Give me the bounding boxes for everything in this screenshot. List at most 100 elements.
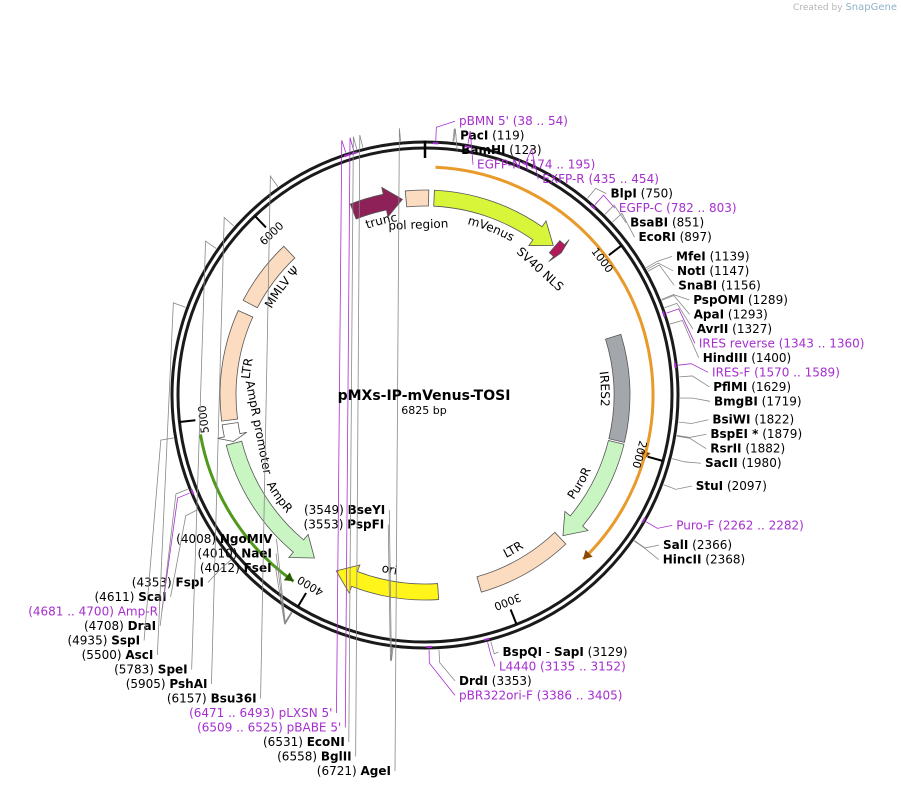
feature-arrow — [433, 189, 554, 246]
primer-mark — [343, 153, 350, 158]
enzyme-site-label[interactable]: AvrII (1327) — [697, 322, 772, 336]
feature-label: pol region — [388, 216, 449, 232]
feature-arrow — [225, 440, 315, 559]
enzyme-leader — [676, 435, 707, 450]
enzyme-leader — [679, 397, 711, 402]
enzyme-site-label[interactable]: (5500) AscI — [82, 648, 154, 662]
enzyme-site-label[interactable]: EcoRI (897) — [638, 230, 711, 244]
enzyme-leader — [663, 484, 692, 490]
enzyme-site-label[interactable]: (6531) EcoNI — [263, 735, 345, 749]
tick-label: 1000 — [588, 245, 615, 275]
enzyme-site-label[interactable]: HincII (2368) — [663, 553, 745, 567]
feature-arrow — [605, 333, 631, 443]
tick-label: 2000 — [629, 439, 649, 469]
feature-arrow — [349, 186, 403, 220]
enzyme-site-label[interactable]: (4708) DraI — [84, 619, 156, 633]
plasmid-title: pMXs-IP-mVenus-TOSI 6825 bp — [338, 388, 511, 417]
tick-mark — [296, 592, 307, 608]
enzyme-leader — [645, 255, 673, 269]
site-labels: pBMN 5' (38 .. 54)PacI (119)BamHI (123)E… — [28, 114, 864, 778]
primer-label[interactable]: (6509 .. 6525) pBABE 5' — [197, 721, 341, 735]
tick-label: 3000 — [492, 590, 523, 612]
enzyme-site-label[interactable]: SalI (2366) — [663, 538, 732, 552]
enzyme-site-label[interactable]: (3549) BseYI — [304, 503, 385, 517]
enzyme-leader — [490, 641, 499, 655]
primer-leader — [435, 120, 456, 141]
enzyme-site-label[interactable]: DrdI (3353) — [459, 674, 532, 688]
tick-mark — [608, 244, 623, 256]
enzyme-leader — [587, 187, 607, 199]
primer-label[interactable]: pBR322ori-F (3386 .. 3405) — [459, 688, 622, 702]
orf-arc — [198, 434, 295, 583]
enzyme-site-label[interactable]: BspEI * (1879) — [710, 427, 802, 441]
tick-label: 5000 — [196, 405, 212, 434]
enzyme-site-label[interactable]: (4935) SspI — [67, 634, 140, 648]
primer-label[interactable]: Puro-F (2262 .. 2282) — [676, 518, 804, 532]
primer-label[interactable]: (6471 .. 6493) pLXSN 5' — [189, 706, 332, 720]
enzyme-leader — [394, 128, 402, 772]
enzyme-site-label[interactable]: PacI (119) — [460, 129, 524, 143]
enzyme-leader — [661, 294, 690, 301]
primer-label[interactable]: IRES-F (1570 .. 1589) — [712, 365, 840, 379]
enzyme-site-label[interactable]: MfeI (1139) — [676, 249, 750, 263]
enzyme-leader — [679, 375, 710, 388]
enzyme-site-label[interactable]: (3553) PspFI — [304, 518, 385, 532]
enzyme-site-label[interactable]: (4353) FspI — [132, 576, 204, 590]
primer-label[interactable]: (4681 .. 4700) Amp-R — [28, 605, 158, 619]
enzyme-site-label[interactable]: BsiWI (1822) — [712, 413, 794, 427]
enzyme-site-label[interactable]: NotI (1147) — [677, 264, 749, 278]
enzyme-site-label[interactable]: BamHI (123) — [461, 143, 541, 157]
enzyme-site-label[interactable]: RsrII (1882) — [710, 442, 785, 456]
feature-label: IRES2 — [596, 370, 612, 407]
primer-label[interactable]: EGFP-C (782 .. 803) — [619, 201, 737, 215]
enzyme-leader — [676, 433, 707, 438]
primer-label[interactable]: IRES reverse (1343 .. 1360) — [699, 336, 865, 350]
enzyme-site-label[interactable]: BsaBI (851) — [630, 216, 704, 230]
enzyme-leader — [276, 538, 293, 625]
enzyme-site-label[interactable]: (4012) FseI — [200, 561, 272, 575]
enzyme-site-label[interactable]: (4611) ScaI — [95, 590, 167, 604]
enzyme-site-label[interactable]: (4010) NaeI — [198, 547, 272, 561]
enzyme-site-label[interactable]: BlpI (750) — [611, 187, 673, 201]
primer-label[interactable]: L4440 (3135 .. 3152) — [499, 659, 626, 673]
enzyme-site-label[interactable]: (5783) SpeI — [114, 663, 188, 677]
primer-label[interactable]: pBMN 5' (38 .. 54) — [459, 114, 568, 128]
enzyme-site-label[interactable]: (4008) NgoMIV — [176, 532, 273, 546]
orf-arc — [435, 165, 655, 461]
primer-mark — [661, 311, 666, 318]
feature-arrow — [548, 239, 570, 262]
enzyme-leader — [646, 262, 674, 272]
enzyme-leader — [634, 540, 660, 549]
tick-mark — [254, 215, 267, 229]
enzyme-site-label[interactable]: SnaBI (1156) — [678, 278, 761, 292]
primer-label[interactable]: EGFP-N (174 .. 195) — [477, 158, 595, 172]
enzyme-leader — [260, 174, 279, 699]
primer-mark — [190, 488, 195, 495]
enzyme-site-label[interactable]: SacII (1980) — [705, 456, 782, 470]
enzyme-leader — [647, 264, 675, 286]
feature-arrow — [476, 531, 567, 593]
enzyme-site-label[interactable]: (6721) AgeI — [317, 764, 391, 778]
enzyme-leader — [159, 488, 189, 627]
snapgene-watermark: Created by SnapGene — [793, 2, 897, 13]
enzyme-leader — [387, 524, 393, 661]
primer-mark — [673, 362, 677, 369]
plasmid-backbone — [170, 140, 680, 650]
enzyme-leader — [678, 419, 709, 424]
enzyme-site-label[interactable]: HindIII (1400) — [703, 351, 791, 365]
enzyme-site-label[interactable]: PflMI (1629) — [713, 380, 791, 394]
tick-mark — [179, 419, 196, 423]
enzyme-site-label[interactable]: BmgBI (1719) — [714, 394, 802, 408]
primer-label[interactable]: EXFP-R (435 .. 454) — [542, 172, 659, 186]
enzyme-site-label[interactable]: PspOMI (1289) — [693, 293, 788, 307]
enzyme-site-label[interactable]: StuI (2097) — [696, 479, 767, 493]
enzyme-site-label[interactable]: BspQI - SapI (3129) — [503, 645, 628, 659]
enzyme-site-label[interactable]: (6558) BglII — [277, 750, 352, 764]
enzyme-leader — [275, 567, 292, 625]
primer-leader — [428, 649, 456, 696]
enzyme-site-label[interactable]: (5905) PshAI — [126, 677, 208, 691]
tick-mark — [509, 609, 518, 625]
enzyme-site-label[interactable]: ApaI (1293) — [694, 307, 768, 321]
enzyme-site-label[interactable]: (6157) Bsu36I — [167, 692, 257, 706]
feature-arrow — [242, 245, 296, 309]
